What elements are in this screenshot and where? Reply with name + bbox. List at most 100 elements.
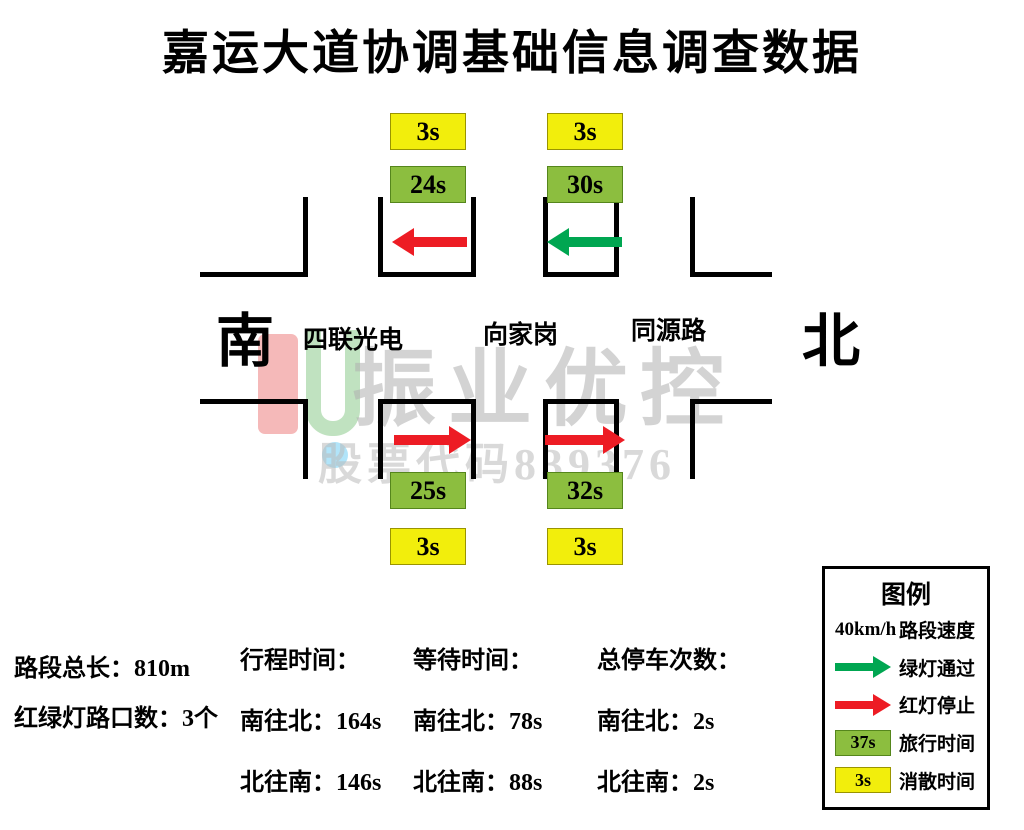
legend-title: 图例	[880, 582, 931, 609]
row-value: 2s	[693, 770, 715, 796]
arrow-shaft	[412, 237, 467, 247]
arrow-shaft	[567, 237, 622, 247]
arrow-shaft	[835, 700, 876, 709]
arrow-shaft	[545, 435, 605, 445]
road-top-corner	[303, 197, 308, 277]
legend-symbol-cell	[835, 656, 899, 679]
north-label: 北	[802, 309, 861, 374]
watermark-logo-red-shape	[258, 334, 298, 434]
stop-count-column: 总停车次数： 南往北：2s 北往南：2s	[597, 640, 741, 823]
road-top-corner	[543, 197, 548, 277]
road-top-segment	[200, 272, 308, 277]
travel-time-box: 30s	[547, 166, 623, 203]
watermark-logo-blue-dot	[322, 442, 348, 468]
watermark-text: 振业优控	[352, 344, 737, 437]
arrow-head	[392, 228, 414, 256]
row-value: 88s	[509, 770, 543, 796]
stat-row: 南往北：78s	[413, 701, 542, 736]
arrow-shaft	[394, 435, 451, 445]
legend-row-speed: 40km/h 路段速度	[835, 611, 977, 649]
travel-time-column: 行程时间： 南往北：164s 北往南：146s	[240, 640, 381, 823]
dissipation-time-box: 3s	[547, 113, 623, 150]
road-bottom-segment	[543, 399, 619, 404]
row-label: 北往南：	[413, 770, 509, 796]
row-label: 南往北：	[413, 709, 509, 735]
road-bottom-corner	[690, 401, 695, 479]
road-bottom-corner	[303, 401, 308, 479]
legend-symbol-cell: 37s	[835, 729, 899, 756]
row-label: 北往南：	[597, 770, 693, 796]
road-top-corner	[690, 197, 695, 277]
stat-row: 北往南：88s	[413, 762, 542, 797]
road-top-segment	[690, 272, 772, 277]
page-title: 嘉运大道协调基础信息调查数据	[162, 28, 862, 80]
row-value: 146s	[336, 770, 382, 796]
red-right-arrow-icon	[545, 426, 625, 454]
row-label: 南往北：	[240, 709, 336, 735]
speed-value: 40km/h	[835, 618, 897, 640]
intersection-label-2: 向家岗	[483, 322, 559, 349]
intersection-label-3: 同源路	[631, 318, 707, 345]
stat-row: 北往南：2s	[597, 762, 741, 797]
south-label: 南	[216, 309, 275, 374]
signal-count-value: 3个	[182, 706, 218, 732]
row-value: 2s	[693, 709, 715, 735]
legend-symbol-cell: 3s	[835, 767, 899, 794]
arrow-head	[603, 426, 625, 454]
stat-row: 南往北：2s	[597, 701, 741, 736]
column-header: 等待时间：	[413, 648, 533, 674]
legend-row-dissipation-time: 3s 消散时间	[835, 761, 977, 799]
dissipation-time-box: 3s	[390, 113, 466, 150]
green-arrow-icon	[835, 656, 891, 679]
road-bottom-segment	[690, 399, 772, 404]
legend: 图例 40km/h 路段速度 绿灯通过 红灯停止 37s 旅行时间 3s 消散时…	[822, 566, 990, 810]
road-bottom-corner	[471, 401, 476, 479]
dissipation-time-label: 消散时间	[899, 771, 976, 793]
road-top-corner	[471, 197, 476, 277]
red-right-arrow-icon	[394, 426, 471, 454]
road-top-segment	[543, 272, 619, 277]
green-pass-label: 绿灯通过	[899, 658, 976, 680]
legend-row-red-stop: 红灯停止	[835, 686, 977, 724]
stat-row: 北往南：146s	[240, 762, 381, 797]
intersection-label-1: 四联光电	[303, 327, 404, 354]
arrow-head	[449, 426, 471, 454]
arrow-head	[873, 656, 891, 679]
dissipation-time-box: 3s	[547, 528, 623, 565]
arrow-head	[873, 693, 891, 716]
legend-row-travel-time: 37s 旅行时间	[835, 724, 977, 762]
red-arrow-icon	[835, 693, 891, 716]
row-value: 78s	[509, 709, 543, 735]
travel-time-box: 32s	[547, 472, 623, 509]
signal-count-label: 红绿灯路口数：	[14, 706, 182, 732]
dissipation-time-box: 3s	[390, 528, 466, 565]
arrow-shaft	[835, 663, 876, 672]
road-bottom-corner	[378, 401, 383, 479]
stat-row: 南往北：164s	[240, 701, 381, 736]
red-stop-label: 红灯停止	[899, 696, 976, 718]
column-header: 行程时间：	[240, 648, 360, 674]
arrow-head	[547, 228, 569, 256]
dissipation-time-swatch: 3s	[835, 767, 891, 794]
legend-symbol-cell	[835, 693, 899, 716]
travel-time-box: 25s	[390, 472, 466, 509]
row-label: 南往北：	[597, 709, 693, 735]
total-length-value: 810m	[134, 656, 190, 682]
road-top-segment	[378, 272, 476, 277]
travel-time-label: 旅行时间	[899, 734, 976, 756]
red-left-arrow-icon	[392, 228, 467, 256]
road-bottom-segment	[378, 399, 476, 404]
total-length-label: 路段总长：	[14, 656, 134, 682]
travel-time-box: 24s	[390, 166, 466, 203]
road-top-corner	[378, 197, 383, 277]
column-header: 总停车次数：	[597, 648, 741, 674]
total-length-stat: 路段总长：810m	[14, 648, 190, 683]
travel-time-swatch: 37s	[835, 729, 891, 756]
road-bottom-segment	[200, 399, 308, 404]
signal-count-stat: 红绿灯路口数：3个	[14, 698, 218, 733]
row-value: 164s	[336, 709, 382, 735]
legend-row-green-pass: 绿灯通过	[835, 649, 977, 687]
green-left-arrow-icon	[547, 228, 622, 256]
speed-label: 路段速度	[899, 621, 976, 643]
